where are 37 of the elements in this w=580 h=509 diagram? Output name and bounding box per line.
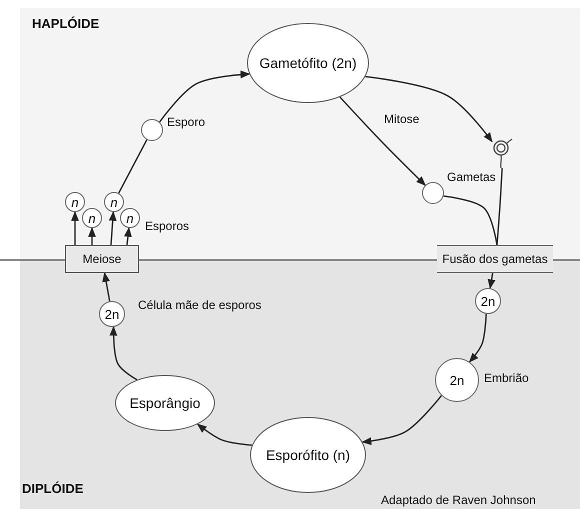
arrow: [339, 96, 426, 186]
arrow: [108, 211, 117, 246]
node-caption: Célula mãe de esporos: [138, 298, 262, 312]
arrow: [362, 395, 442, 446]
sperm-icon: [492, 138, 514, 168]
arrow: [124, 226, 132, 246]
arrow: [488, 272, 496, 290]
node-label: 2n: [480, 294, 496, 308]
text-label: Mitose: [384, 112, 420, 126]
region-heading: DIPLÓIDE: [22, 481, 84, 496]
node-label: n: [125, 210, 135, 226]
arrow: [71, 211, 79, 245]
arrow: [468, 314, 487, 363]
arrow: [102, 272, 110, 302]
arrow: [196, 424, 252, 446]
node-label: n: [109, 194, 119, 210]
node-label: Esporângio: [128, 394, 202, 412]
text-label: Adaptado de Raven Johnson: [381, 493, 536, 507]
node-label: Esporófito (n): [264, 446, 352, 464]
arrow: [88, 227, 96, 245]
region-heading: HAPLÓIDE: [32, 16, 100, 31]
arrow: [365, 76, 493, 142]
process-box: [437, 245, 553, 273]
node-label: 2n: [104, 306, 120, 322]
process-box: [65, 245, 139, 273]
node-label: 2n: [448, 372, 466, 388]
node-label: Fusão dos gametas: [441, 252, 549, 266]
text-label: Gametas: [447, 170, 496, 184]
node-label: Meiose: [82, 252, 122, 266]
node-caption: Embrião: [484, 371, 529, 385]
node-caption: Esporo: [167, 115, 206, 129]
arrow: [110, 326, 138, 380]
text-label: Esporos: [145, 219, 190, 233]
node-label: n: [70, 194, 80, 210]
node-label: n: [87, 210, 97, 226]
node-label: Gametófito (2n): [258, 54, 358, 72]
arrow: [159, 70, 250, 122]
